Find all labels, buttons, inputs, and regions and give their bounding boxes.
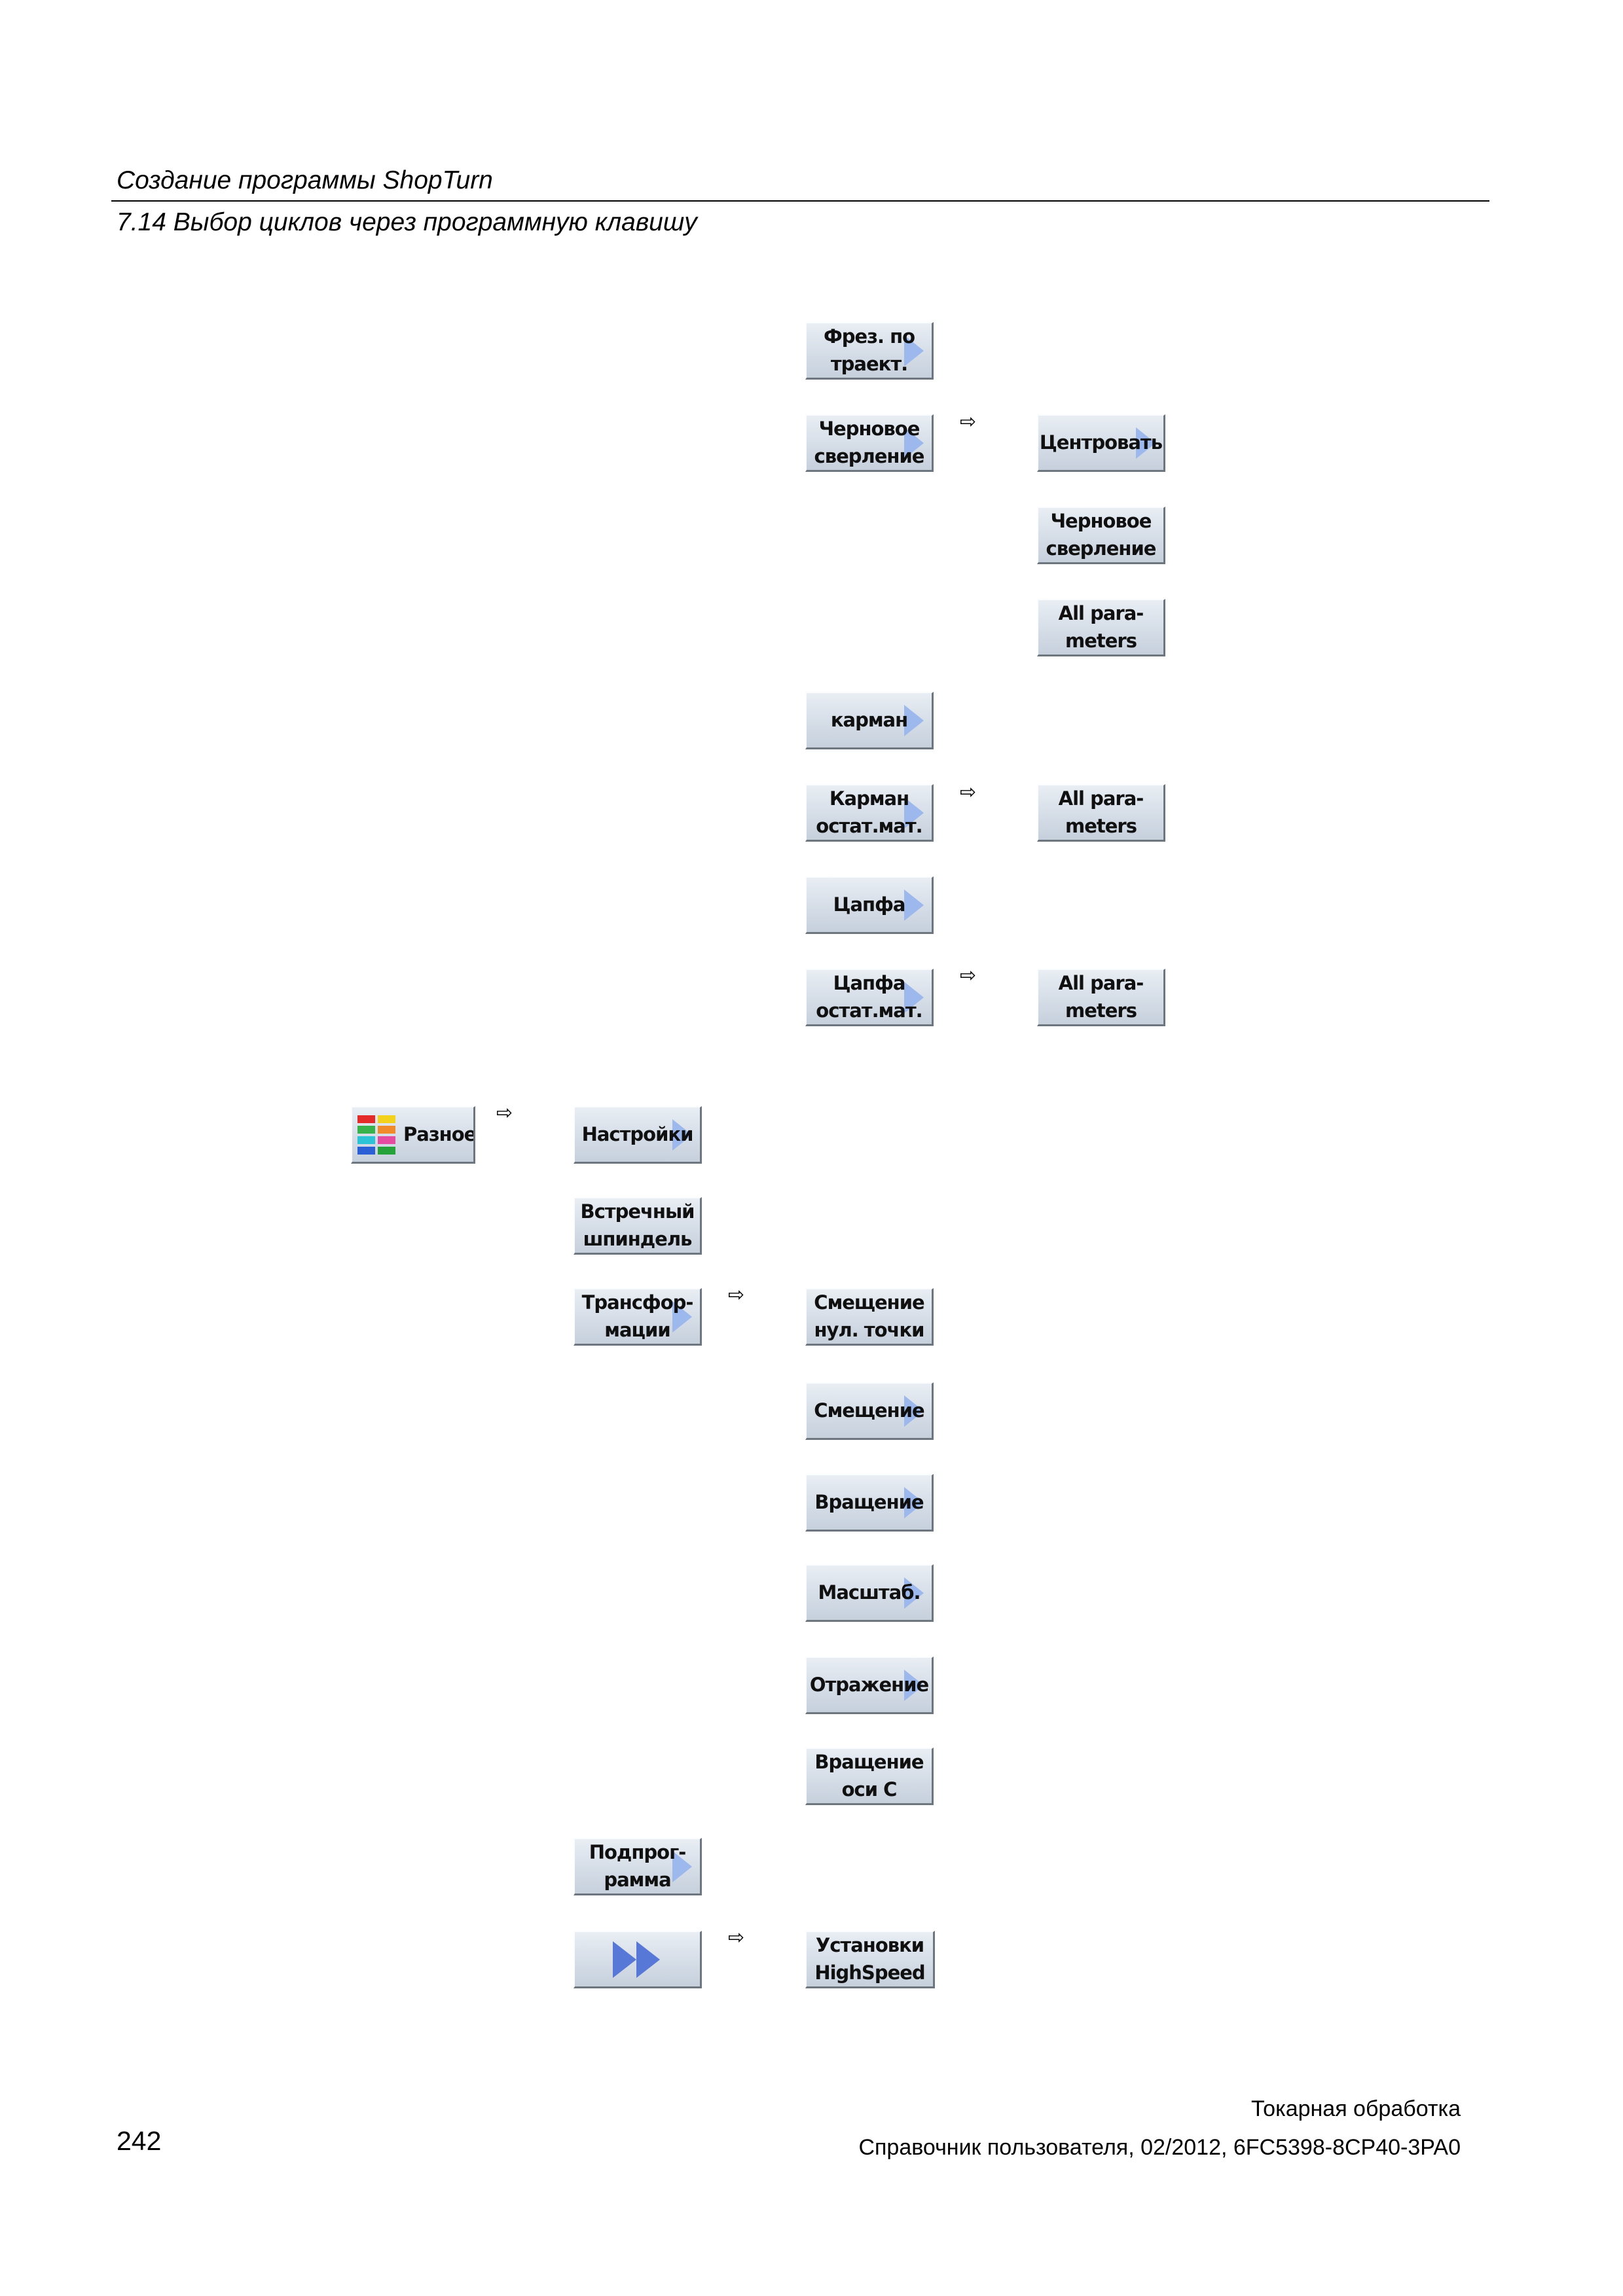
- chevron-right-icon: [672, 1850, 692, 1882]
- page-number: 242: [117, 2126, 162, 2156]
- chevron-right-icon: [904, 981, 924, 1013]
- footer-line-2: Справочник пользователя, 02/2012, 6FC539…: [858, 2135, 1461, 2160]
- fast-forward-triangle: [612, 1941, 636, 1978]
- submenu-arrow-icon: ⇨: [728, 1283, 745, 1306]
- softkey-smeshchenie-nul-tochki[interactable]: Смещение нул. точки: [805, 1288, 934, 1346]
- softkey-label: Центровать: [1039, 431, 1163, 454]
- palette-swatch: [378, 1146, 395, 1155]
- softkey-label: Установки HighSpeed: [814, 1934, 925, 1984]
- softkey-label: Смещение нул. точки: [814, 1291, 924, 1341]
- submenu-arrow-icon: ⇨: [960, 410, 977, 433]
- softkey-label: Черновое сверление: [814, 418, 925, 467]
- palette-swatch: [357, 1146, 375, 1155]
- softkey-label: Настройки: [581, 1122, 694, 1145]
- palette-icon: [357, 1115, 397, 1155]
- softkey-label: Вращение оси C: [814, 1751, 924, 1801]
- chevron-right-icon: [904, 797, 924, 829]
- softkey-karman[interactable]: карман: [805, 692, 934, 749]
- chevron-right-icon: [904, 1395, 924, 1427]
- softkey-otrazhenie[interactable]: Отражение: [805, 1657, 934, 1714]
- header-rule: [111, 200, 1489, 202]
- softkey-raznoe[interactable]: Разное: [351, 1106, 475, 1164]
- softkey-podprogramma[interactable]: Подпрог- рамма: [574, 1838, 702, 1895]
- softkey-label: Цапфа остат.мат.: [816, 972, 922, 1022]
- softkey-label: All para- meters: [1058, 602, 1144, 652]
- chevron-right-icon: [904, 1669, 924, 1701]
- submenu-arrow-icon: ⇨: [728, 1926, 745, 1949]
- softkey-nastroyki[interactable]: Настройки: [574, 1106, 702, 1164]
- softkey-vrashchenie[interactable]: Вращение: [805, 1474, 934, 1532]
- softkey-vrashchenie-osi-c[interactable]: Вращение оси C: [805, 1748, 934, 1805]
- softkey-chernovoe-sverlenie-2[interactable]: Черновое сверление: [1037, 507, 1165, 564]
- chevron-right-icon: [904, 704, 924, 736]
- softkey-all-parameters[interactable]: All para- meters: [1037, 784, 1165, 842]
- chevron-right-icon: [904, 1486, 924, 1518]
- chevron-right-icon: [904, 1577, 924, 1609]
- softkey-label: All para- meters: [1058, 787, 1144, 837]
- section-subtitle: 7.14 Выбор циклов через программную клав…: [117, 208, 697, 236]
- softkey-centrovat[interactable]: Центровать: [1037, 414, 1165, 472]
- softkey-smeshchenie[interactable]: Смещение: [805, 1382, 934, 1440]
- softkey-all-parameters[interactable]: All para- meters: [1037, 969, 1165, 1026]
- chevron-right-icon: [904, 889, 924, 921]
- footer-line-1: Токарная обработка: [1251, 2096, 1461, 2121]
- softkey-label: Карман остат.мат.: [816, 787, 922, 837]
- softkey-label: Вращение: [814, 1490, 924, 1513]
- softkey-capfa-ostat[interactable]: Цапфа остат.мат.: [805, 969, 934, 1026]
- softkey-label: карман: [830, 708, 908, 731]
- submenu-arrow-icon: ⇨: [960, 781, 977, 804]
- palette-swatch: [378, 1125, 395, 1134]
- softkey-label: Смещение: [814, 1399, 924, 1422]
- softkey-label: Подпрог- рамма: [589, 1841, 687, 1891]
- softkey-vstrechny-shpindel[interactable]: Встречный шпиндель: [574, 1197, 702, 1255]
- softkey-label: Трансфор- мации: [581, 1291, 694, 1341]
- softkey-all-parameters[interactable]: All para- meters: [1037, 599, 1165, 656]
- softkey-karman-ostat[interactable]: Карман остат.мат.: [805, 784, 934, 842]
- chevron-right-icon: [904, 427, 924, 459]
- softkey-label: Встречный шпиндель: [580, 1200, 695, 1250]
- softkey-label: Отражение: [809, 1673, 929, 1696]
- softkey-next-page[interactable]: [574, 1931, 702, 1988]
- chevron-right-icon: [1136, 427, 1156, 459]
- palette-swatch: [357, 1125, 375, 1134]
- submenu-arrow-icon: ⇨: [960, 964, 977, 987]
- palette-swatch: [378, 1136, 395, 1144]
- palette-swatch: [357, 1115, 375, 1123]
- softkey-label: Фрез. по траект.: [823, 325, 915, 375]
- softkey-label: All para- meters: [1058, 972, 1144, 1022]
- fast-forward-triangle: [636, 1941, 660, 1978]
- softkey-frez-po-traekt[interactable]: Фрез. по траект.: [805, 322, 934, 380]
- softkey-transformacii[interactable]: Трансфор- мации: [574, 1288, 702, 1346]
- softkey-masshtab[interactable]: Масштаб.: [805, 1564, 934, 1622]
- chevron-right-icon: [672, 1119, 692, 1151]
- softkey-label: Цапфа: [833, 893, 906, 916]
- softkey-ustanovki-highspeed[interactable]: Установки HighSpeed: [805, 1931, 935, 1988]
- softkey-label: Масштаб.: [818, 1581, 921, 1604]
- chevron-right-icon: [672, 1300, 692, 1333]
- header-title: Создание программы ShopTurn: [117, 166, 493, 194]
- softkey-label: Разное: [403, 1122, 475, 1145]
- fast-forward-icon: [612, 1941, 663, 1978]
- submenu-arrow-icon: ⇨: [496, 1102, 513, 1124]
- softkey-chernovoe-sverlenie[interactable]: Черновое сверление: [805, 414, 934, 472]
- palette-swatch: [357, 1136, 375, 1144]
- softkey-capfa[interactable]: Цапфа: [805, 876, 934, 934]
- palette-swatch: [378, 1115, 395, 1123]
- chevron-right-icon: [904, 334, 924, 367]
- softkey-label: Черновое сверление: [1046, 510, 1157, 560]
